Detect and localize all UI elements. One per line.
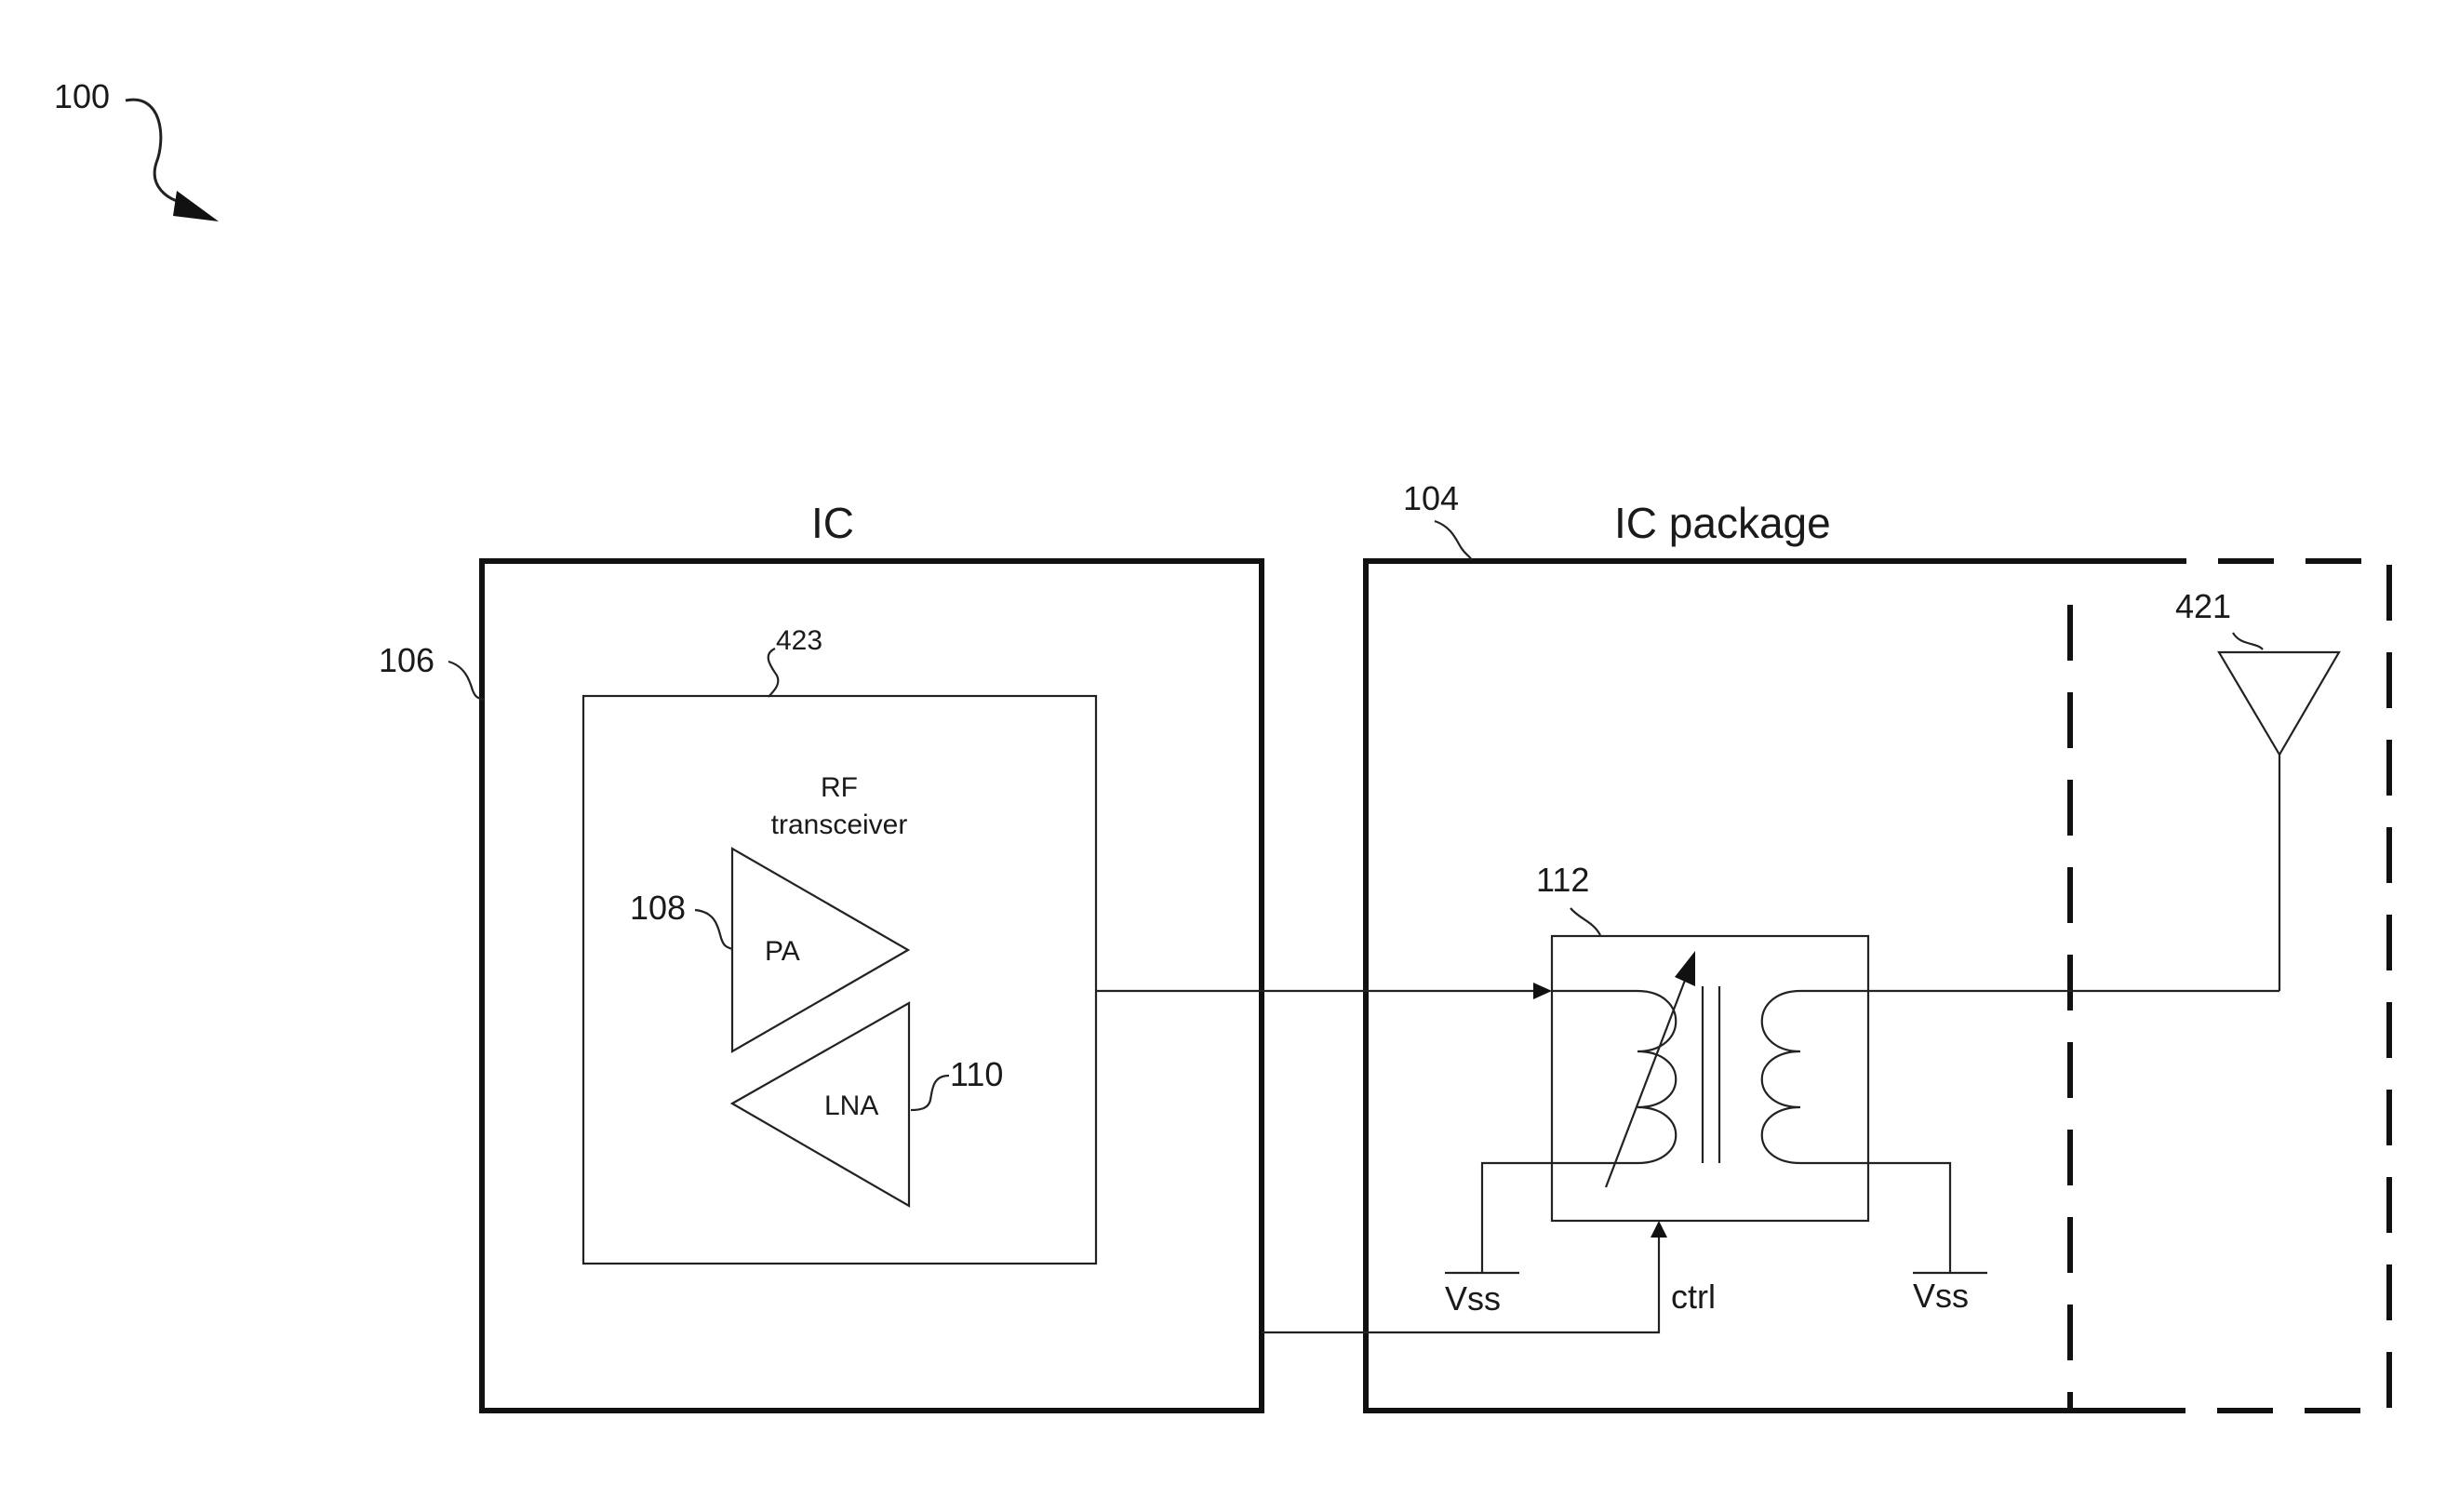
transceiver-ref-label: 423	[776, 625, 822, 656]
pa-label: PA	[765, 936, 800, 967]
antenna-ref-leader	[2233, 633, 2263, 649]
vss-left-label: Vss	[1445, 1279, 1501, 1318]
antenna-icon	[2219, 652, 2339, 755]
ic-block	[482, 561, 1262, 1411]
figure-ref-arrowhead	[173, 191, 219, 221]
transceiver-label-line1: RF	[821, 772, 858, 803]
antenna-region-dashed-outline	[2131, 561, 2389, 1411]
tunable-transformer-block	[1552, 936, 1868, 1221]
control-wire-arrowhead	[1651, 1221, 1667, 1238]
ic-ref-label: 106	[379, 641, 434, 679]
figure-ref-label: 100	[54, 77, 110, 115]
pa-ref-leader	[695, 910, 732, 949]
transceiver-label-line2: transceiver	[771, 810, 908, 840]
pa-amplifier	[732, 849, 908, 1051]
figure-ref-leader	[126, 100, 184, 203]
package-ref-leader	[1435, 521, 1472, 560]
signal-wire-arrowhead	[1533, 983, 1552, 999]
lna-label: LNA	[824, 1091, 878, 1121]
transformer-ref-label: 112	[1536, 861, 1589, 899]
vss-right-label: Vss	[1913, 1277, 1969, 1315]
secondary-inductor-coil	[1762, 991, 1800, 1163]
variable-tuning-arrowhead	[1675, 951, 1695, 986]
package-title: IC package	[1614, 499, 1831, 547]
primary-ground-wire	[1482, 1163, 1637, 1273]
ic-ref-leader	[448, 662, 484, 700]
secondary-ground-wire	[1800, 1163, 1950, 1273]
ctrl-label: ctrl	[1671, 1278, 1716, 1316]
package-ref-label: 104	[1403, 479, 1459, 517]
pa-ref-label: 108	[630, 889, 686, 927]
transformer-ref-leader	[1571, 908, 1600, 935]
ic-title: IC	[811, 499, 854, 547]
antenna-ref-label: 421	[2175, 587, 2231, 625]
lna-ref-label: 110	[950, 1055, 1003, 1093]
lna-ref-leader	[911, 1076, 949, 1110]
lna-amplifier	[732, 1003, 909, 1206]
